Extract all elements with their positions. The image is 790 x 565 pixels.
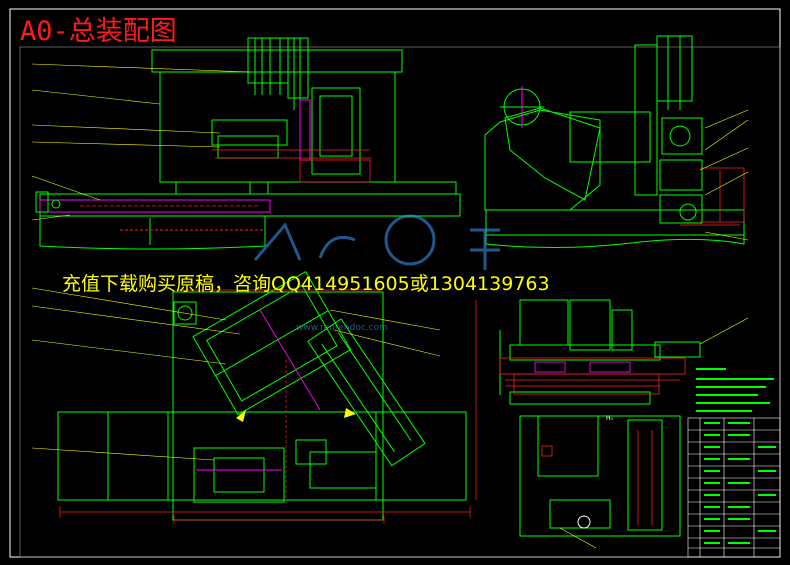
contact-banner: 充值下载购买原稿，咨询QQ414951605或1304139763 bbox=[62, 273, 550, 295]
title-block-fill bbox=[704, 422, 776, 544]
end-view-leader bbox=[559, 527, 597, 549]
section-view-leader bbox=[699, 317, 749, 345]
inner-frame bbox=[19, 46, 781, 558]
section-view bbox=[499, 299, 701, 405]
title-block bbox=[687, 417, 781, 558]
plan-view-parts bbox=[196, 309, 321, 471]
watermark-url: www.renrendoc.com bbox=[296, 323, 388, 333]
watermark-logo bbox=[253, 214, 500, 270]
side-view-leaders bbox=[699, 109, 749, 241]
front-view-leaders bbox=[31, 63, 251, 221]
end-view bbox=[519, 415, 681, 537]
section-view-red bbox=[499, 357, 686, 395]
dimension-label: H₀ bbox=[606, 415, 614, 422]
plan-view-arrows bbox=[236, 408, 356, 422]
plan-view-leaders bbox=[31, 287, 441, 461]
drawing-title: A0-总装配图 bbox=[20, 16, 177, 47]
side-view bbox=[484, 35, 745, 249]
plan-view-dimensions bbox=[59, 289, 477, 524]
end-view-red bbox=[541, 430, 653, 525]
technical-notes bbox=[696, 368, 774, 412]
side-view-hidden-lines bbox=[680, 167, 745, 226]
front-view-hidden-lines bbox=[80, 149, 372, 207]
section-view-parts bbox=[534, 361, 631, 373]
